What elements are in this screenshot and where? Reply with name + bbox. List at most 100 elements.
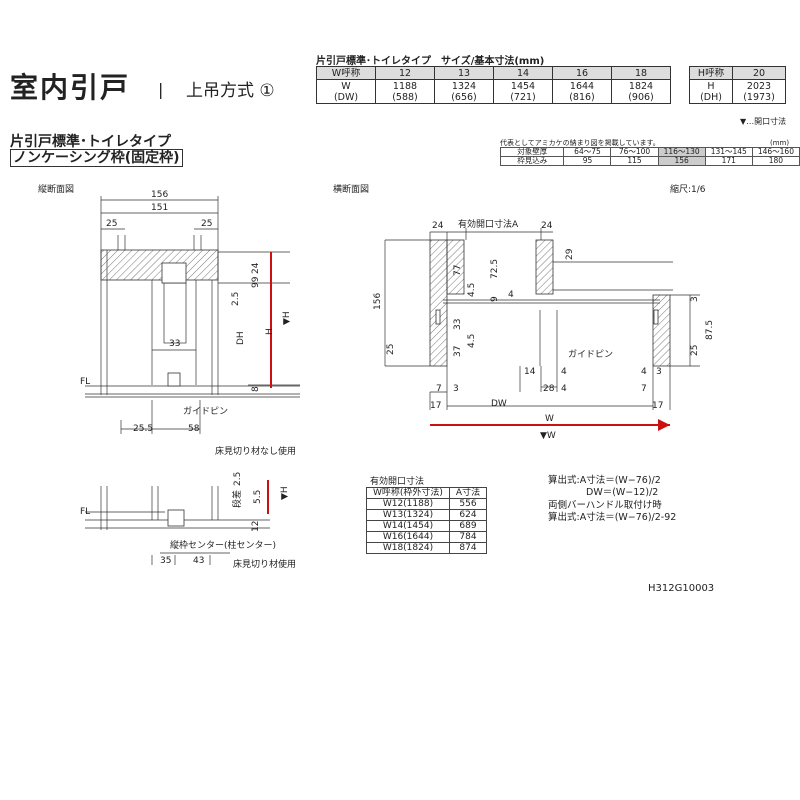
with-floor-trim-label: 床見切り材使用 — [233, 558, 296, 570]
dim-label: 28 — [543, 384, 555, 394]
dim-label: 2.5 — [231, 292, 241, 306]
guide-pin-label: ガイドピン — [568, 349, 613, 360]
eff-header: A寸法 — [448, 487, 488, 499]
eff-cell: 556 — [448, 498, 488, 510]
eff-cell: W13(1324) — [366, 509, 450, 521]
w-label: W (DW) — [316, 79, 376, 104]
formula-a: 算出式:A寸法＝(W−76)/2 — [548, 474, 661, 486]
dim-label: 4.5 — [467, 283, 477, 297]
page-title: 室内引戸 — [10, 71, 131, 104]
dim-label: 5.5 — [253, 490, 263, 504]
dim-label: 29 — [565, 248, 575, 260]
eff-header: W呼称(枠外寸法) — [366, 487, 450, 499]
dim-label: ▼H — [280, 486, 290, 500]
wall-table: 対象壁厚 64～75 76～100 116～130 131～145 146～16… — [499, 147, 800, 166]
fl-label: FL — [80, 377, 90, 387]
eff-cell: W14(1454) — [366, 520, 450, 532]
dim-label: 3 — [453, 384, 459, 394]
h-value: 2023 (1973) — [732, 79, 786, 104]
dim-label: 3 — [656, 367, 662, 377]
product-type: 片引戸標準･トイレタイプ — [10, 134, 171, 150]
dim-label: 37 — [453, 346, 463, 357]
dim-label: 24 — [251, 262, 261, 274]
vertical-section-label: 縦断面図 — [38, 183, 74, 195]
dim-label: 43 — [193, 556, 204, 566]
step-label: 段差 — [231, 490, 243, 508]
size-table: W呼称 12 13 14 16 18 W (DW) 1188 (588) 132… — [316, 66, 671, 104]
effective-opening-title: 有効開口寸法 — [370, 475, 424, 487]
dim-label: W — [545, 414, 554, 424]
dim-label: 33 — [453, 319, 463, 330]
eff-cell: 689 — [448, 520, 488, 532]
dim-label: 9 — [490, 296, 500, 302]
dim-label: DH — [236, 331, 246, 345]
dim-label: 4.5 — [467, 334, 477, 348]
dim-label: 156 — [373, 293, 383, 310]
dim-label: 99 — [251, 276, 261, 288]
frame-center-label: 縦枠センター(柱センター) — [170, 539, 276, 551]
dim-label: DW — [491, 399, 507, 409]
wall-row2-label: 枠見込み — [499, 156, 565, 166]
eff-cell: 624 — [448, 509, 488, 521]
frame-type: ノンケーシング枠(固定枠) — [10, 149, 183, 167]
dim-label: 25.5 — [133, 424, 153, 434]
w-code: 18 — [611, 66, 671, 80]
dim-label: 4 — [561, 384, 567, 394]
w-value: 1644 (816) — [552, 79, 612, 104]
horizontal-section-label: 横断面図 — [333, 183, 369, 195]
h-header: H呼称 — [689, 66, 733, 80]
title-separator: | — [158, 80, 164, 99]
unit-label: (mm) — [770, 139, 790, 147]
dim-label: 4 — [561, 367, 567, 377]
effective-a-label: 有効開口寸法A — [458, 218, 519, 230]
dim-label: 3 — [690, 296, 700, 302]
dim-label: H — [265, 328, 275, 335]
dim-label: 2.5 — [233, 472, 243, 486]
opening-note: ▼…開口寸法 — [740, 117, 787, 126]
dim-label: 72.5 — [490, 259, 500, 279]
eff-cell: W12(1188) — [366, 498, 450, 510]
dim-label: 24 — [541, 221, 553, 231]
dim-label: 87.5 — [705, 320, 715, 340]
dim-label: 24 — [432, 221, 444, 231]
dim-label: 77 — [453, 265, 463, 276]
dim-label: ▼H — [282, 311, 292, 325]
no-floor-trim-label: 床見切り材なし使用 — [215, 445, 296, 457]
w-value: 1454 (721) — [493, 79, 553, 104]
formula-note: 両側バーハンドル取付け時 — [548, 499, 662, 511]
h-label: H (DH) — [689, 79, 733, 104]
height-table: H呼称 20 H (DH) 2023 (1973) — [689, 66, 786, 104]
scale-label: 縮尺:1/6 — [670, 183, 706, 195]
dim-label: 156 — [151, 190, 168, 200]
eff-cell: 874 — [448, 542, 488, 554]
eff-cell: W16(1644) — [366, 531, 450, 543]
fl-label: FL — [80, 507, 90, 517]
eff-cell: 784 — [448, 531, 488, 543]
dim-label: 33 — [169, 339, 180, 349]
dim-label: 25 — [106, 219, 117, 229]
dim-label: 35 — [160, 556, 171, 566]
formula-dw: DW＝(W−12)/2 — [586, 487, 658, 498]
formula-a-handle: 算出式:A寸法＝(W−76)/2-92 — [548, 511, 676, 523]
dim-label: 4 — [508, 290, 514, 300]
effective-opening-table: W呼称(枠外寸法) A寸法 W12(1188)556 W13(1324)624 … — [366, 487, 488, 554]
w-code: 16 — [552, 66, 612, 80]
wall-cell: 180 — [751, 156, 800, 166]
wall-note: 代表としてアミカケの納まり図を掲載しています。 — [500, 139, 660, 147]
dim-label: 8 — [251, 386, 261, 392]
dim-label: 151 — [151, 203, 168, 213]
page-subtitle: 上吊方式 ① — [186, 81, 275, 101]
dim-label: ▼W — [540, 431, 556, 441]
dim-label: 25 — [690, 345, 700, 356]
dim-label: 7 — [641, 384, 647, 394]
h-code: 20 — [732, 66, 786, 80]
dim-label: 7 — [436, 384, 442, 394]
dim-label: 58 — [188, 424, 200, 434]
w-header: W呼称 — [316, 66, 376, 80]
w-value: 1824 (906) — [611, 79, 671, 104]
dim-label: 17 — [430, 401, 441, 411]
dim-label: 25 — [386, 344, 396, 355]
dim-label: 17 — [652, 401, 663, 411]
dim-label: 25 — [201, 219, 212, 229]
